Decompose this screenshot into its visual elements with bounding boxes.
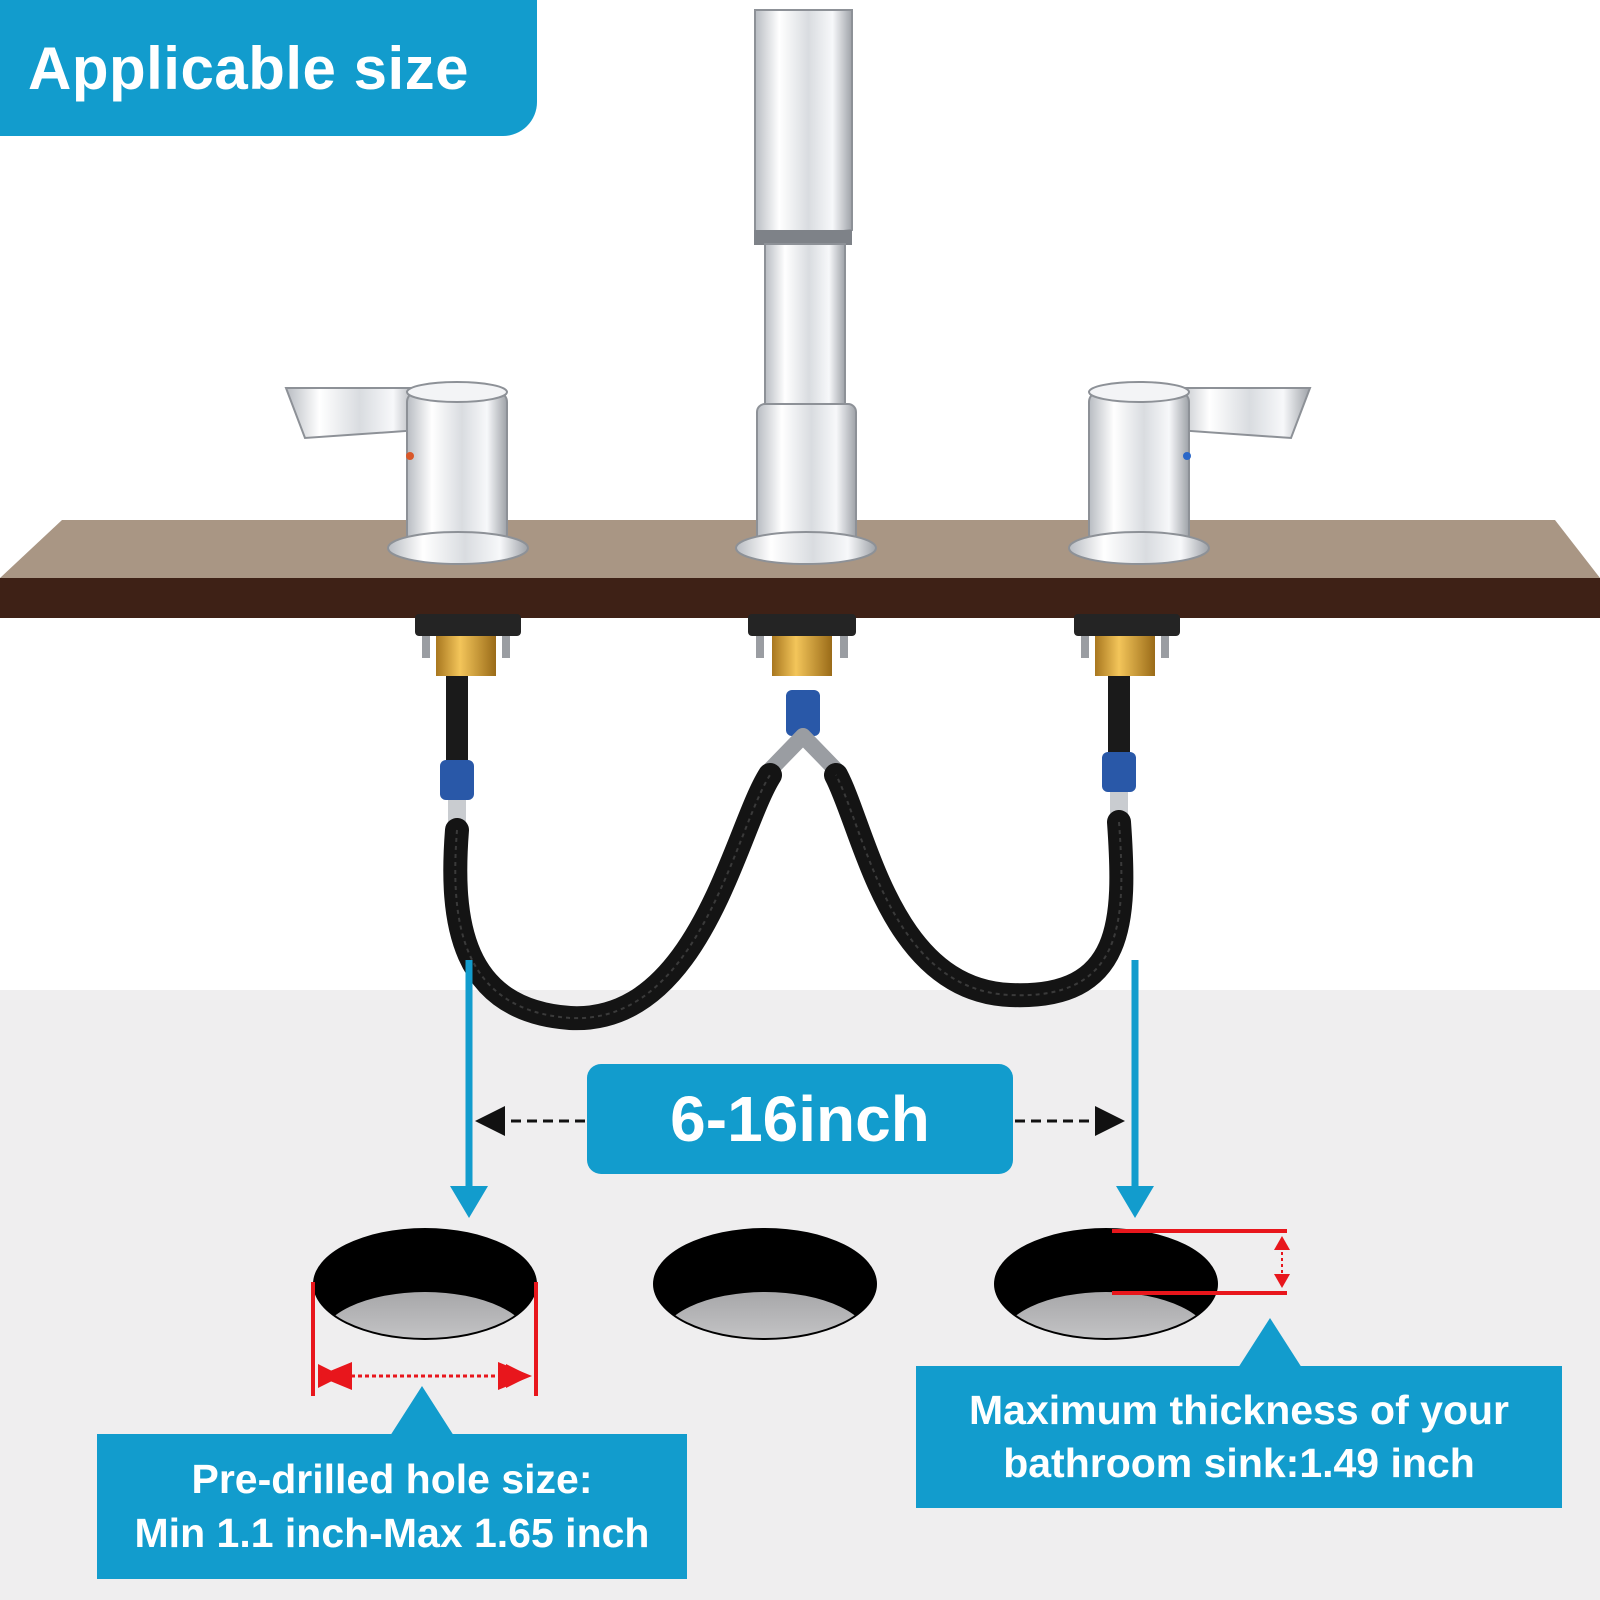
faucet-spout-icon: [735, 9, 877, 565]
hole-size-line1: Pre-drilled hole size:: [191, 1456, 593, 1503]
drop-arrow-right: [1116, 960, 1154, 1218]
valve-center: [748, 614, 856, 778]
thickness-callout: Maximum thickness of your bathroom sink:…: [916, 1366, 1562, 1508]
thickness-measure: [1112, 1229, 1290, 1295]
page-title: Applicable size: [28, 34, 469, 102]
valve-right: [1074, 614, 1180, 822]
spacing-label: 6-16inch: [670, 1083, 930, 1155]
drop-arrow-left: [450, 960, 488, 1218]
thickness-line1: Maximum thickness of your: [969, 1386, 1509, 1433]
thickness-line2: bathroom sink:1.49 inch: [1003, 1440, 1475, 1486]
faucet-handle-right-icon: [1068, 381, 1312, 565]
hole-size-line2: Min 1.1 inch-Max 1.65 inch: [134, 1509, 650, 1556]
mounting-hole-icon: [313, 1228, 537, 1340]
faucet-handle-left-icon: [284, 381, 529, 565]
callout-pointer-left: [390, 1386, 454, 1436]
callout-pointer-right: [1238, 1318, 1302, 1368]
valve-left: [415, 614, 521, 830]
braided-hose-icon: [443, 763, 1134, 1031]
title-banner: Applicable size: [0, 0, 537, 136]
hole-diameter-measure: [311, 1282, 538, 1396]
hole-size-callout: Pre-drilled hole size: Min 1.1 inch-Max …: [97, 1434, 687, 1579]
spacing-badge: 6-16inch: [587, 1064, 1013, 1174]
mounting-hole-icon: [653, 1228, 877, 1340]
mounting-hole-icon: [994, 1228, 1218, 1340]
